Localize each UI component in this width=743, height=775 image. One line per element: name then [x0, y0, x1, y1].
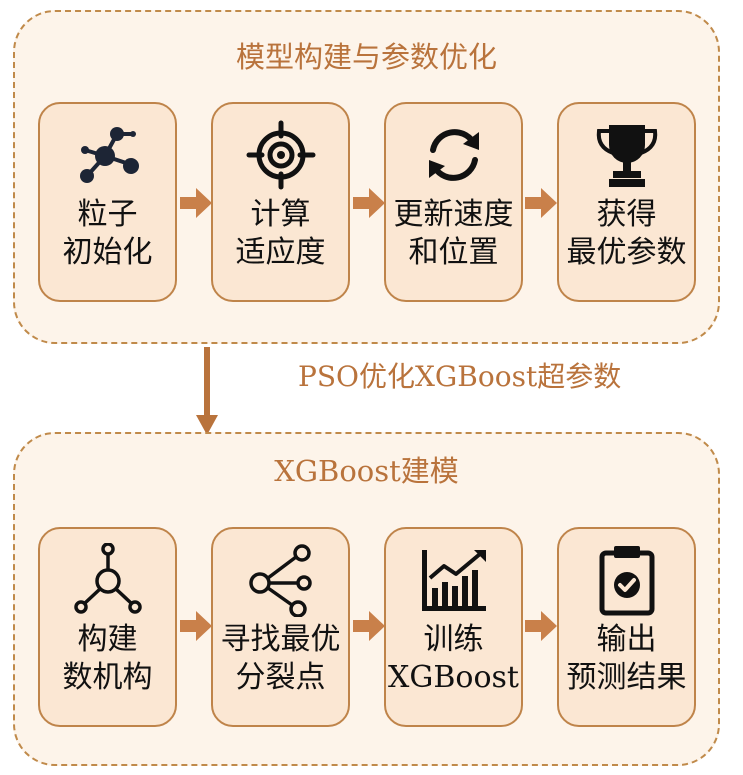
flow-arrow-icon — [525, 188, 557, 218]
share-node-icon — [213, 541, 348, 619]
trophy-icon — [559, 116, 694, 194]
connector-label: PSO优化XGBoost超参数 — [298, 360, 622, 393]
particle-network-icon — [40, 116, 175, 194]
clipboard-check-icon — [559, 541, 694, 619]
flow-arrow-icon — [180, 611, 212, 641]
flow-arrow-icon — [525, 611, 557, 641]
step-particle-init: 粒子 初始化 — [38, 102, 177, 302]
target-crosshair-icon — [213, 116, 348, 194]
refresh-cycle-icon — [386, 116, 521, 194]
flow-arrow-icon — [353, 611, 385, 641]
growth-chart-icon — [386, 541, 521, 619]
step-label: 构建 数机构 — [62, 622, 153, 695]
step-label: 寻找最优 分裂点 — [220, 622, 341, 695]
step-train-xgboost: 训练 XGBoost — [384, 527, 523, 727]
step-build-tree: 构建 数机构 — [38, 527, 177, 727]
step-label: 计算 适应度 — [235, 197, 326, 270]
step-update-velocity: 更新速度 和位置 — [384, 102, 523, 302]
down-arrow-icon — [196, 347, 218, 435]
step-find-split: 寻找最优 分裂点 — [211, 527, 350, 727]
tree-structure-icon — [40, 541, 175, 619]
xgboost-section-title: XGBoost建模 — [274, 454, 459, 488]
step-label: 更新速度 和位置 — [393, 197, 514, 270]
step-label: 粒子 初始化 — [62, 197, 153, 270]
step-label: 获得 最优参数 — [566, 197, 687, 270]
step-label: 训练 XGBoost — [388, 622, 519, 695]
step-best-params: 获得 最优参数 — [557, 102, 696, 302]
flow-arrow-icon — [180, 188, 212, 218]
step-output-result: 输出 预测结果 — [557, 527, 696, 727]
step-compute-fitness: 计算 适应度 — [211, 102, 350, 302]
step-label: 输出 预测结果 — [566, 622, 687, 695]
pso-section-title: 模型构建与参数优化 — [235, 40, 497, 74]
flow-arrow-icon — [353, 188, 385, 218]
